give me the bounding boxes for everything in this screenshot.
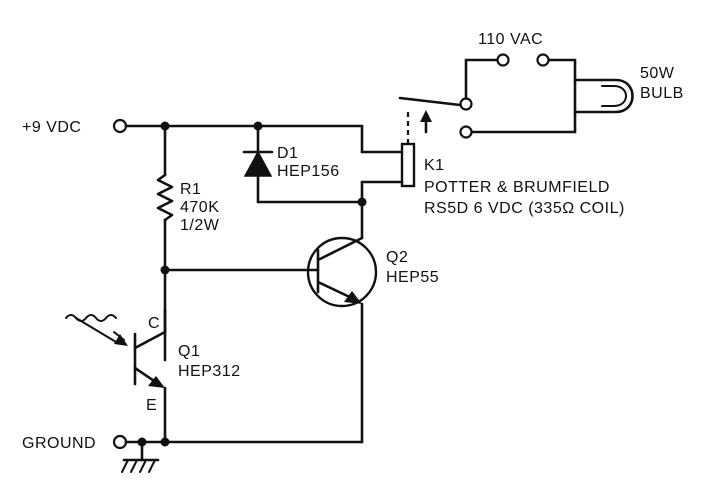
supply-terminal — [112, 118, 128, 134]
k1-part-line2: RS5D 6 VDC (335Ω COIL) — [424, 200, 625, 217]
ac-label: 110 VAC — [478, 31, 543, 48]
relay-k1-coil — [360, 108, 416, 204]
d1-part: HEP156 — [277, 163, 340, 180]
ground-terminal — [112, 434, 128, 450]
ground-symbol-icon — [121, 440, 160, 473]
k1-ref: K1 — [424, 157, 445, 174]
q1-ref: Q1 — [178, 343, 200, 360]
bulb-line1: 50W — [640, 65, 675, 82]
q1-collector-label: C — [148, 315, 160, 332]
d1-ref: D1 — [277, 145, 298, 162]
q1-emitter-label: E — [146, 397, 157, 414]
q2-part: HEP55 — [386, 269, 439, 286]
light-wave-icon — [65, 314, 128, 346]
ground-label: GROUND — [22, 435, 96, 452]
supply-label: +9 VDC — [22, 119, 81, 136]
bulb-line2: BULB — [640, 85, 684, 102]
transistor-q2 — [306, 200, 378, 444]
ground-rail — [112, 434, 364, 450]
r1-rating: 1/2W — [180, 217, 220, 234]
r1-value: 470K — [180, 199, 219, 216]
q1-part: HEP312 — [178, 363, 241, 380]
k1-part-line1: POTTER & BRUMFIELD — [424, 179, 610, 196]
phototransistor-q1 — [133, 308, 167, 444]
relay-contacts — [398, 53, 604, 139]
bulb-icon — [573, 78, 634, 114]
diode-d1 — [242, 124, 367, 207]
r1-ref: R1 — [180, 181, 201, 198]
q2-ref: Q2 — [386, 249, 408, 266]
